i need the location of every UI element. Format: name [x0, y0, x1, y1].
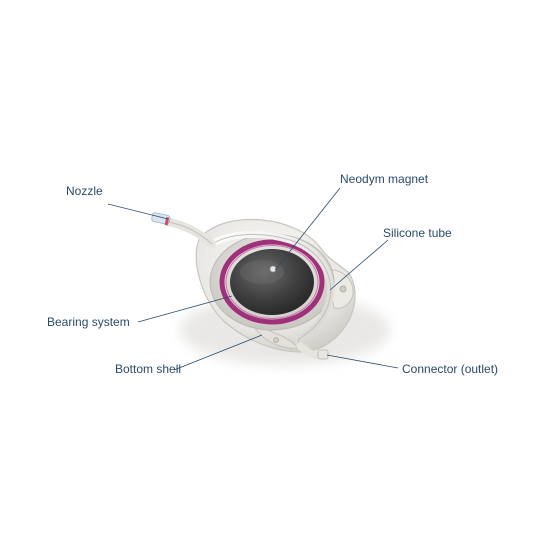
- nozzle-tip-band: [164, 217, 170, 226]
- magnet-disc: [230, 249, 314, 315]
- label-nozzle: Nozzle: [66, 184, 103, 198]
- outlet-connector: [317, 349, 329, 360]
- leader-silicone-tube: [329, 239, 389, 291]
- label-bearing-system: Bearing system: [47, 315, 130, 329]
- label-connector-outlet: Connector (outlet): [402, 362, 499, 376]
- leader-neodym-magnet: [274, 187, 341, 271]
- shell-screw-front: [273, 337, 279, 343]
- bearing-ring-inner-line: [225, 245, 319, 319]
- leader-lines: [107, 187, 399, 371]
- label-bottom-shell: Bottom shell: [115, 362, 182, 376]
- label-neodym-magnet: Neodym magnet: [340, 172, 429, 186]
- label-silicone-tube: Silicone tube: [383, 226, 452, 240]
- shell-screw-right: [339, 285, 347, 293]
- nozzle-tube-edge: [167, 221, 213, 245]
- bearing-ring: [219, 239, 325, 325]
- silicone-tube-edge: [211, 233, 332, 349]
- magnet-center-hub: [269, 265, 277, 273]
- leader-bearing-system: [137, 295, 233, 323]
- leader-bottom-shell: [173, 334, 263, 371]
- magnet-disc-highlight: [240, 260, 284, 284]
- leader-connector-outlet: [326, 354, 399, 369]
- leader-nozzle: [107, 203, 169, 220]
